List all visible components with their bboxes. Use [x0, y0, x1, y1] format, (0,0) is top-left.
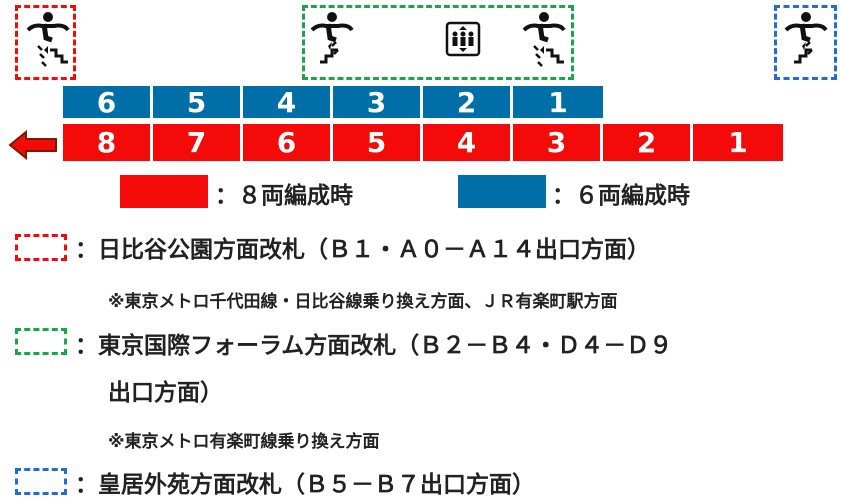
gate-key-green — [15, 328, 67, 355]
escalator-up-icon — [784, 12, 828, 64]
car-blue-3: 4 — [243, 86, 333, 119]
gate-box-blue — [774, 5, 837, 80]
car-blue-4: 3 — [333, 86, 423, 119]
gate-red-note: ※東京メトロ千代田線・日比谷線乗り換え方面、ＪＲ有楽町駅方面 — [108, 292, 618, 312]
gate-green-description: ：東京国際フォーラム方面改札（Ｂ２－Ｂ４・Ｄ４－Ｄ９ — [75, 333, 673, 359]
arrow-left-icon — [8, 129, 57, 161]
car-blue-6: 1 — [513, 86, 603, 119]
escalator-up-icon — [310, 12, 354, 64]
car-blue-5: 2 — [423, 86, 513, 119]
elevator-icon — [445, 21, 481, 57]
gate-key-red — [15, 234, 67, 261]
escalator-down-icon — [522, 12, 566, 67]
car-red-3: 6 — [243, 124, 333, 161]
car-blue-1: 6 — [63, 86, 153, 119]
legend-blue-label: ：６両編成時 — [552, 183, 690, 209]
gate-box-green — [302, 5, 574, 80]
gate-red-description: ：日比谷公園方面改札（Ｂ１・Ａ０－Ａ１４出口方面） — [75, 237, 650, 263]
car-red-7: 2 — [603, 124, 693, 161]
escalator-down-icon — [26, 12, 70, 67]
gate-box-red — [15, 5, 76, 80]
car-red-5: 4 — [423, 124, 513, 161]
gate-green-note: ※東京メトロ有楽町線乗り換え方面 — [108, 432, 380, 452]
car-red-4: 5 — [333, 124, 423, 161]
car-red-1: 8 — [63, 124, 153, 161]
gate-green-description-cont: 出口方面） — [108, 380, 223, 406]
gate-blue-description: ：皇居外苑方面改札（Ｂ５－Ｂ７出口方面） — [75, 472, 535, 498]
car-red-2: 7 — [153, 124, 243, 161]
gate-key-blue — [15, 468, 67, 495]
car-red-6: 3 — [513, 124, 603, 161]
legend-red-label: ：８両編成時 — [215, 183, 353, 209]
legend-red-swatch — [120, 175, 208, 208]
legend-blue-swatch — [458, 175, 546, 208]
car-blue-2: 5 — [153, 86, 243, 119]
car-red-8: 1 — [693, 124, 783, 161]
